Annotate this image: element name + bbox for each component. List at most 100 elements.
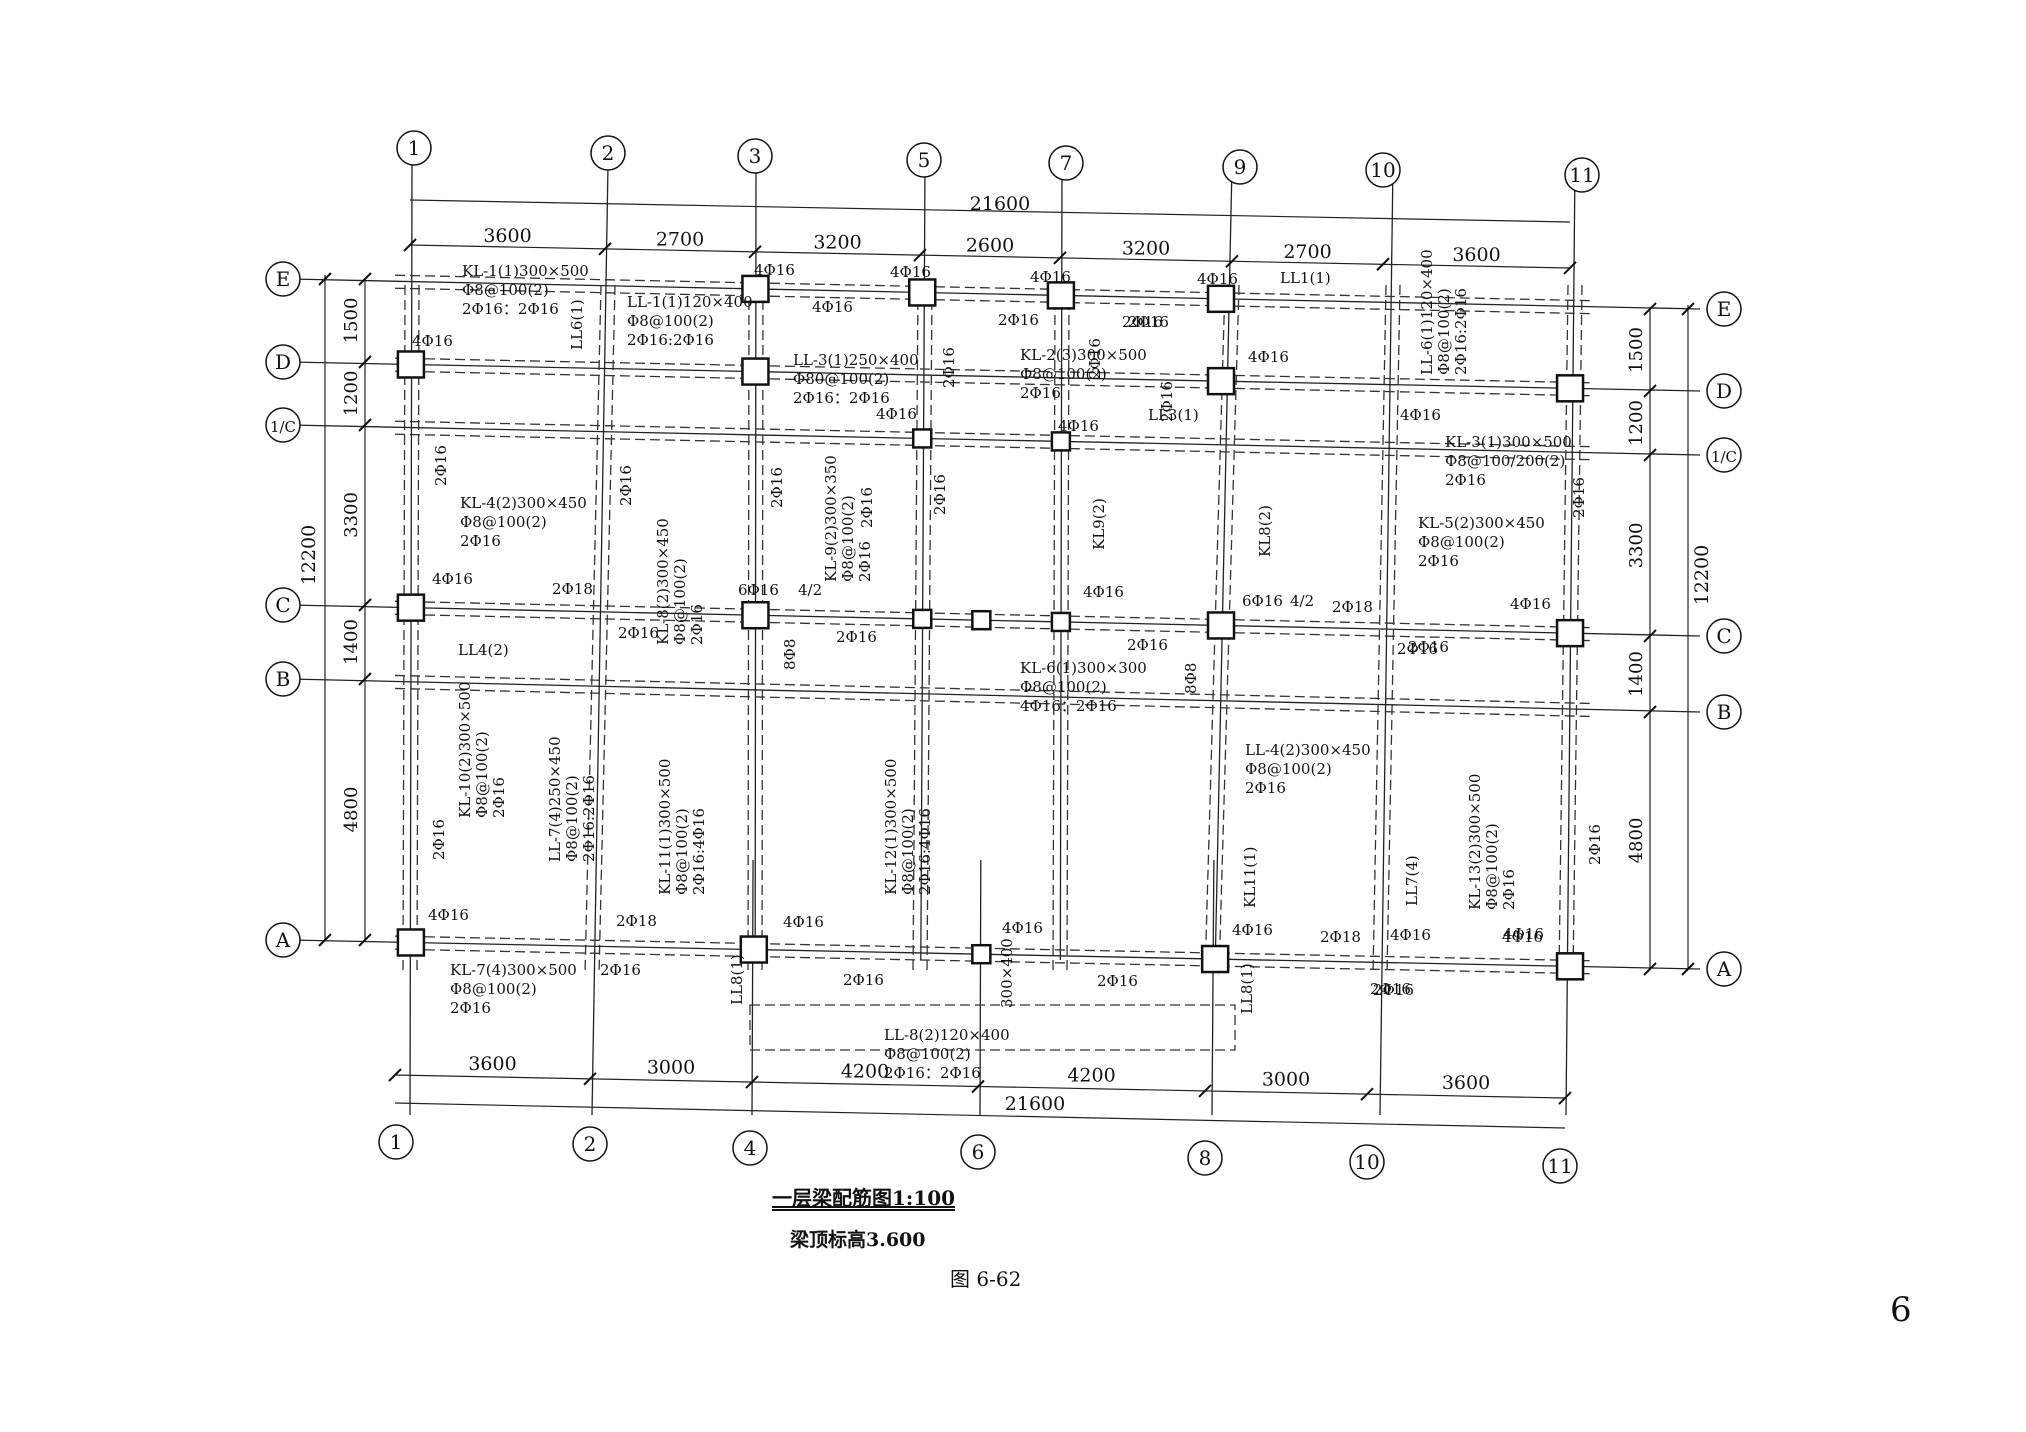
axis-bubble-right (1706, 618, 1742, 654)
axis-bubble-left (265, 344, 301, 380)
rebar-note: 4Φ16 (1503, 925, 1544, 943)
grid-line-6 (979, 859, 982, 1116)
dim-tick (358, 598, 372, 612)
beam-label-line: LL3(1) (1148, 406, 1199, 424)
rebar-note: 2Φ18 (1332, 598, 1373, 616)
dim-tick (1376, 257, 1390, 271)
rebar-note: 4Φ16 (812, 298, 853, 316)
beam-outline (394, 948, 1591, 975)
rebar-note: 4Φ16 (428, 906, 469, 924)
dim-tick (583, 1072, 597, 1086)
axis-bubble-top-10-label: 10 (1370, 158, 1395, 182)
beam-outline (394, 370, 1591, 397)
beam-label-line: Φ80@100(2) (793, 370, 889, 388)
dim-tick (1643, 448, 1657, 462)
dim-top-total: 21600 (970, 193, 1030, 215)
column (1200, 944, 1230, 974)
column (1046, 281, 1076, 310)
beam-label-line: LL8(1) (728, 954, 746, 1005)
drawing-title: 一层梁配筋图1:100 (772, 1186, 956, 1210)
dim-tick (745, 1075, 759, 1089)
rebar-note: 4Φ16 (783, 913, 824, 931)
beam-label-line: Φ8@100(2) (460, 513, 547, 531)
beam-label-line: Φ8@100(2) (1020, 678, 1107, 696)
beam-label-line: Φ8@100(2) (1020, 365, 1107, 383)
beam-label-line: 2Φ16:4Φ16 (916, 808, 934, 895)
column (739, 935, 769, 964)
beam-label-line: LL-6(1)120×400 (1418, 249, 1436, 375)
beam-label-line: LL4(2) (458, 641, 509, 659)
axis-bubble-right-label: 1/C (1711, 448, 1737, 466)
rebar-note: 4/2 (798, 581, 822, 599)
column (741, 600, 770, 630)
dim-tick (1198, 1084, 1212, 1098)
column (741, 274, 770, 304)
dim-line-top-spans (409, 244, 1571, 269)
beam-label-line: Φ8@100(2) (450, 980, 537, 998)
beam-label-line: LL-1(1)120×400 (627, 293, 753, 311)
dim-tick (1681, 302, 1695, 316)
dim-tick (1558, 1091, 1572, 1105)
beam-label-line: KL-8(2)300×450 (654, 518, 672, 645)
beam-label-line: KL-7(4)300×500 (450, 961, 577, 979)
beam-label-line: 2Φ16：2Φ16 (462, 300, 559, 318)
beam-outline (598, 284, 616, 976)
beam-label-line: 2Φ16:2Φ16 (1452, 288, 1470, 375)
beam-label-line: LL6(1) (568, 299, 586, 350)
column (1555, 618, 1585, 648)
beam-label-line: LL-7(4)250×450 (546, 736, 564, 862)
dim-tick (1643, 384, 1657, 398)
grid-line-A (289, 939, 1701, 970)
rebar-note: 4Φ16 (890, 263, 931, 281)
beam-label-line: KL-4(2)300×450 (460, 494, 587, 512)
dim-tick (1053, 251, 1067, 265)
column (912, 428, 933, 449)
beam-label-line: 2Φ16：2Φ16 (884, 1064, 981, 1082)
beam-outline (749, 1004, 1236, 1051)
beam-outline (394, 274, 1591, 302)
beam-label-line: KL9(2) (1090, 498, 1108, 550)
axis-bubble-top-11-label: 11 (1569, 163, 1594, 187)
beam-outline (584, 284, 602, 976)
beam-label-line: 2Φ16：2Φ16 (793, 389, 890, 407)
grid-line-1/C (289, 424, 1701, 456)
axis-bubble-top-11 (1564, 157, 1600, 193)
rebar-note: 6Φ16 (738, 581, 779, 599)
beam-label-line: Φ8@100(2) (671, 558, 689, 645)
dim-tick (403, 238, 417, 252)
beam-outline (394, 674, 1591, 705)
grid-line-D (289, 361, 1701, 392)
axis-bubble-right (1706, 694, 1742, 730)
dim-right-span: 1200 (1626, 400, 1647, 446)
axis-bubble-bottom-11 (1542, 1148, 1578, 1184)
axis-bubble-left-label: E (276, 267, 291, 291)
rebar-note: 2Φ16 (1570, 477, 1588, 518)
beam-label-line: Φ8@100(2) (627, 312, 714, 330)
column (912, 608, 933, 630)
beam-outline (394, 287, 1591, 315)
axis-bubble-top-1 (396, 130, 432, 166)
rebar-note: 2Φ16 (858, 487, 876, 528)
beam-label-line: Φ8@100(2) (884, 1045, 971, 1063)
column (1050, 611, 1072, 633)
axis-bubble-bottom-2-label: 2 (584, 1132, 597, 1156)
axis-bubble-left-label: 1/C (270, 418, 296, 436)
rebar-note: 4Φ16 (1083, 583, 1124, 601)
beam-label-line: Φ8@100(2) (673, 808, 691, 895)
column (396, 593, 426, 622)
dim-tick (1225, 254, 1239, 268)
rebar-note: 2Φ16 (998, 311, 1039, 329)
axis-bubble-top-3-label: 3 (749, 144, 762, 168)
rebar-note: 2Φ16 (430, 819, 448, 860)
rebar-note: 4Φ16 (432, 570, 473, 588)
axis-bubble-top-10 (1365, 152, 1401, 188)
rebar-note: 4Φ16 (876, 405, 917, 423)
beam-label-line: KL-10(2)300×500 (456, 682, 474, 818)
rebar-note: 2Φ16 (600, 961, 641, 979)
dim-bottom-span: 3600 (468, 1053, 516, 1075)
grid-line-10 (1379, 164, 1394, 1116)
beam-label-line: Φ8@100(2) (1245, 760, 1332, 778)
beam-label-line: 2Φ16:2Φ16 (627, 331, 714, 349)
axis-bubble-bottom-1 (378, 1124, 414, 1160)
beam-label-line: 2Φ16:4Φ16 (690, 808, 708, 895)
